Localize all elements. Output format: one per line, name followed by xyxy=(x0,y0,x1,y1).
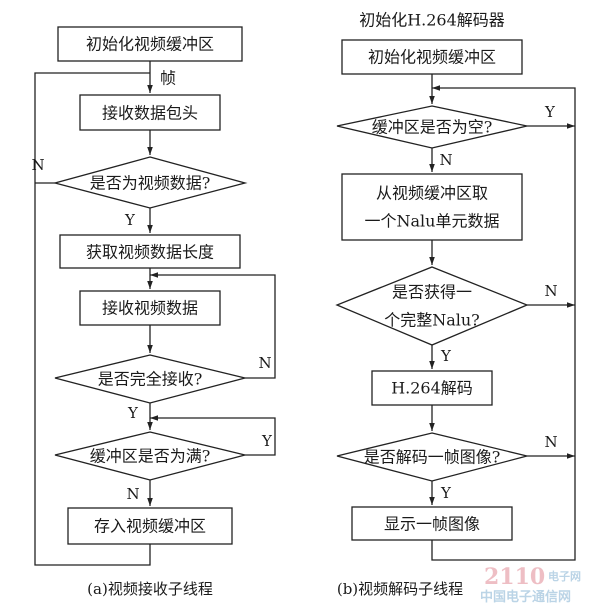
right-top-label: 初始化H.264解码器 xyxy=(359,11,505,30)
left-complete-yes-flag: Y xyxy=(127,404,139,422)
left-recv-header-label: 接收数据包头 xyxy=(102,104,198,123)
edge-left-store-loop xyxy=(34,72,151,566)
right-decode-box xyxy=(371,370,493,406)
left-notfull-no-flag: N xyxy=(126,485,139,503)
right-display-box xyxy=(351,506,513,541)
right-got-line1: 是否获得一 xyxy=(392,283,472,302)
left-is-complete-label: 是否完全接收? xyxy=(98,370,203,389)
edge-left-incomplete-loop xyxy=(150,272,276,379)
watermark-cn-bottom: 中国电子通信网 xyxy=(480,589,571,605)
left-store-box xyxy=(67,507,233,545)
right-got-yes-flag: Y xyxy=(440,347,452,365)
right-empty-yes-flag: Y xyxy=(544,103,556,121)
left-flowchart: 初始化视频缓冲区 帧 接收数据包头 是否为视频数据? 获取视频数据长度 接收视频… xyxy=(31,26,276,598)
edge-right-return-loop xyxy=(431,85,576,561)
left-is-video-label: 是否为视频数据? xyxy=(90,174,211,193)
right-decoded-frame-label: 是否解码一帧图像? xyxy=(364,448,501,467)
edge-left-full-loop xyxy=(150,415,276,456)
right-display-label: 显示一帧图像 xyxy=(384,515,480,534)
right-fetch-line2: 一个Nalu单元数据 xyxy=(365,212,500,231)
right-decoded-yes-flag: Y xyxy=(440,484,452,502)
right-notempty-no-flag: N xyxy=(439,151,452,169)
left-get-length-label: 获取视频数据长度 xyxy=(86,243,214,262)
right-is-empty-label: 缓冲区是否为空? xyxy=(372,118,493,137)
watermark-logo: 2110 电子网 中国电子通信网 xyxy=(480,564,581,605)
left-recv-header-box xyxy=(79,94,221,131)
left-init-label: 初始化视频缓冲区 xyxy=(86,35,214,54)
left-is-full-label: 缓冲区是否为满? xyxy=(90,447,211,466)
left-get-length-box xyxy=(59,234,241,269)
left-store-label: 存入视频缓冲区 xyxy=(94,517,206,536)
right-caption: (b)视频解码子线程 xyxy=(337,580,463,598)
right-is-empty-diamond xyxy=(336,105,528,149)
left-recv-video-box xyxy=(79,290,221,326)
left-recv-video-label: 接收视频数据 xyxy=(102,299,198,318)
left-incomplete-flag: N xyxy=(258,354,271,372)
right-flowchart: 初始化H.264解码器 初始化视频缓冲区 缓冲区是否为空? 从视频缓冲区取 一个… xyxy=(335,11,576,598)
right-fetch-line1: 从视频缓冲区取 xyxy=(376,184,488,203)
left-no-video-flag: N xyxy=(31,156,44,174)
right-fetch-box xyxy=(341,173,523,241)
right-got-nalu-diamond xyxy=(335,266,529,346)
right-got-no-flag: N xyxy=(544,282,557,300)
left-full-yes-flag: Y xyxy=(261,432,273,450)
left-is-complete-diamond xyxy=(54,354,246,404)
right-decoded-frame-diamond xyxy=(336,432,528,482)
right-init-box xyxy=(341,39,523,75)
right-decode-label: H.264解码 xyxy=(391,379,473,398)
left-init-box xyxy=(57,26,243,62)
right-got-line2: 个完整Nalu? xyxy=(384,311,480,330)
left-is-full-diamond xyxy=(54,431,246,481)
left-video-yes-flag: Y xyxy=(124,211,136,229)
left-frame-label: 帧 xyxy=(160,69,176,88)
watermark-digits: 2110 xyxy=(484,564,545,590)
right-decoded-no-flag: N xyxy=(544,433,557,451)
watermark-cn-top: 电子网 xyxy=(548,569,581,583)
right-init-label: 初始化视频缓冲区 xyxy=(368,48,496,67)
left-caption: (a)视频接收子线程 xyxy=(87,580,213,598)
left-is-video-diamond xyxy=(52,156,248,209)
